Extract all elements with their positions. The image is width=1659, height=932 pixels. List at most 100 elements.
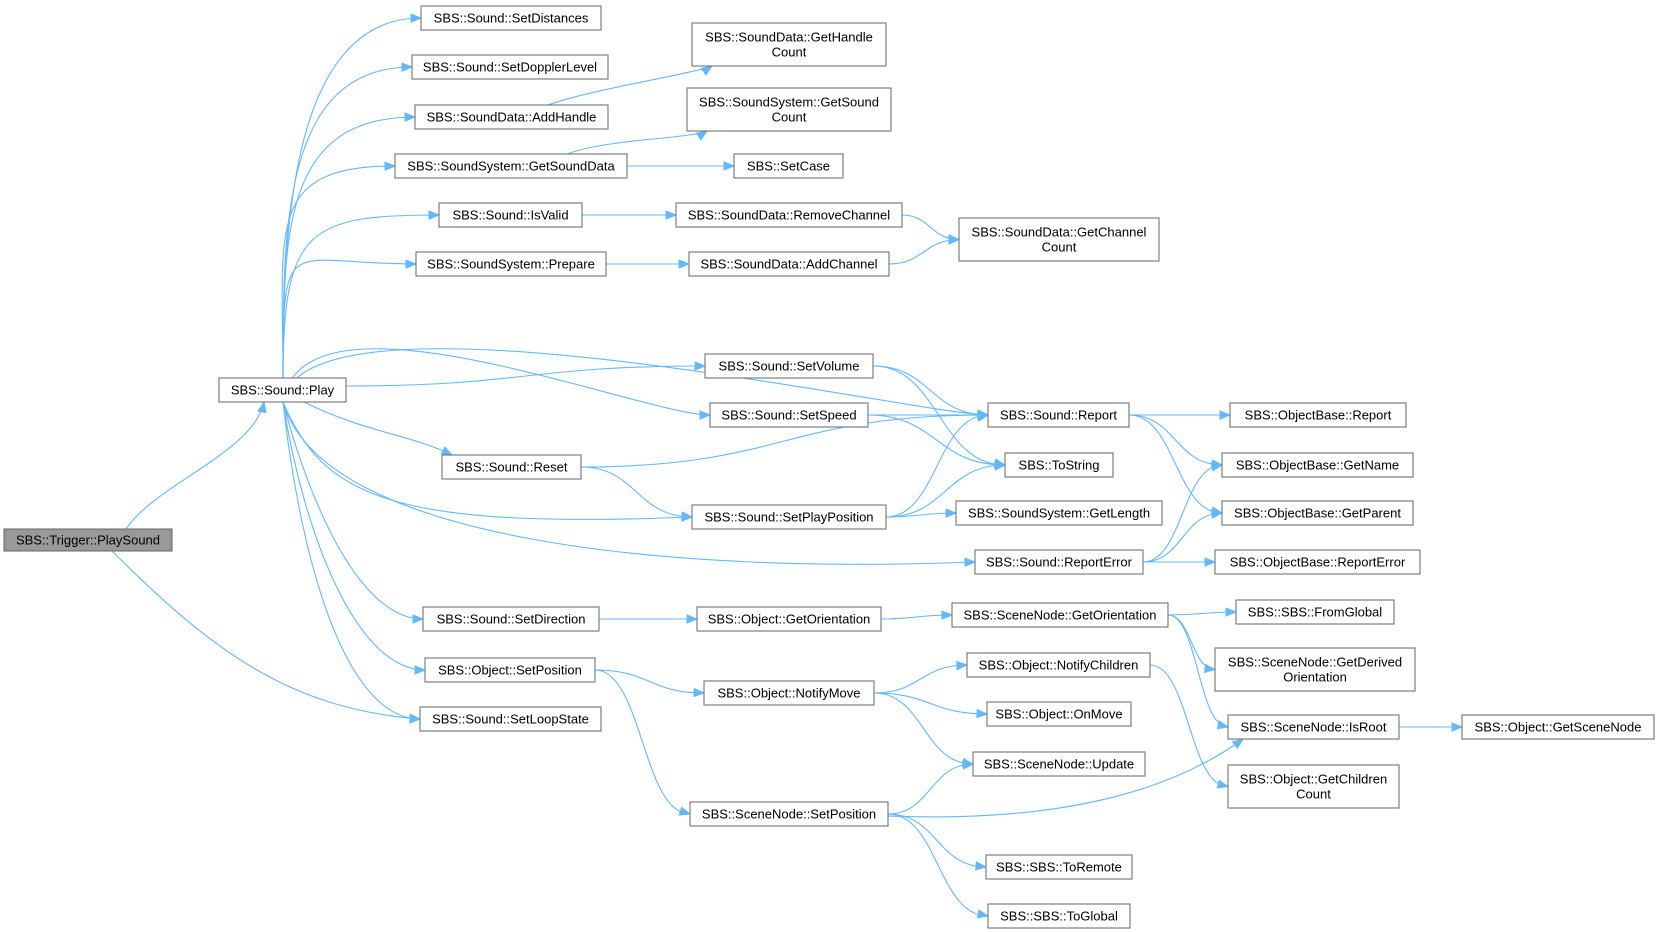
edge-arrowhead (681, 511, 694, 521)
node-setcase[interactable]: SBS::SetCase (733, 153, 844, 179)
edge-arrowhead (665, 210, 678, 220)
node-object-onmove[interactable]: SBS::Object::OnMove (986, 701, 1132, 727)
node-sound-setdopplerlevel[interactable]: SBS::Sound::SetDopplerLevel (411, 54, 609, 80)
node-sounddata-removechannel[interactable]: SBS::SoundData::RemoveChannel (675, 202, 903, 228)
node-box (1229, 402, 1407, 428)
edge-sounddata_addhandle-to-sounddata_gethandlecount (547, 65, 714, 106)
node-scenenode-getorientation[interactable]: SBS::SceneNode::GetOrientation (951, 602, 1169, 628)
edge-sound_report-to-objectbase_getname (1128, 414, 1224, 469)
edge-sound_setplayposition-to-soundsystem_getlength (885, 508, 958, 518)
edge-arrowhead (976, 909, 990, 919)
node-object-notifychildren[interactable]: SBS::Object::NotifyChildren (966, 652, 1151, 678)
node-sound-reporterror[interactable]: SBS::Sound::ReportError (974, 549, 1144, 575)
node-tostring[interactable]: SBS::ToString (1004, 452, 1114, 478)
node-box (419, 706, 602, 732)
node-sbs-toremote[interactable]: SBS::SBS::ToRemote (985, 854, 1133, 880)
edge-line (125, 401, 265, 530)
edge-arrowhead (1216, 720, 1230, 730)
node-sbs-fromglobal[interactable]: SBS::SBS::FromGlobal (1235, 599, 1395, 625)
node-sounddata-addhandle[interactable]: SBS::SoundData::AddHandle (414, 104, 609, 130)
node-object-getscenenode[interactable]: SBS::Object::GetSceneNode (1461, 714, 1655, 740)
edge-line (282, 401, 421, 720)
node-box (1004, 452, 1114, 478)
edge-line (111, 550, 421, 720)
edge-sound_reporterror-to-objectbase_getname (1142, 462, 1224, 563)
node-label: SBS::SceneNode::Update (984, 757, 1134, 772)
edge-line (594, 669, 691, 815)
node-box (1221, 500, 1414, 526)
node-box (1227, 764, 1400, 809)
node-trigger-playsound[interactable]: SBS::Trigger::PlaySound (3, 528, 173, 552)
node-box (987, 903, 1131, 929)
node-sound-play[interactable]: SBS::Sound::Play (218, 377, 347, 403)
edge-arrowhead (1225, 607, 1238, 617)
node-box (955, 500, 1163, 526)
node-box (1227, 714, 1400, 740)
node-soundsystem-prepare[interactable]: SBS::SoundSystem::Prepare (415, 251, 607, 277)
node-label: SBS::Object::OnMove (995, 707, 1122, 722)
node-objectbase-getparent[interactable]: SBS::ObjectBase::GetParent (1221, 500, 1414, 526)
node-sbs-toglobal[interactable]: SBS::SBS::ToGlobal (987, 903, 1131, 929)
node-objectbase-getname[interactable]: SBS::ObjectBase::GetName (1221, 452, 1414, 478)
node-box (441, 454, 582, 480)
edge-sound_setspeed-to-tostring (867, 414, 1007, 469)
node-object-getorientation[interactable]: SBS::Object::GetOrientation (696, 606, 882, 632)
node-label: SBS::ObjectBase::ReportError (1230, 555, 1406, 570)
edge-line (873, 692, 988, 715)
edge-line (873, 664, 968, 694)
edge-sounddata_addchannel-to-sounddata_getchannelcount (888, 235, 961, 265)
edge-arrowhead (1219, 410, 1232, 420)
node-scenenode-update[interactable]: SBS::SceneNode::Update (972, 751, 1146, 777)
node-sound-setdirection[interactable]: SBS::Sound::SetDirection (422, 606, 600, 632)
node-sound-setplayposition[interactable]: SBS::Sound::SetPlayPosition (691, 504, 887, 530)
node-label: SBS::SBS::ToGlobal (1000, 909, 1118, 924)
node-sound-setdistances[interactable]: SBS::Sound::SetDistances (420, 5, 602, 31)
node-objectbase-report[interactable]: SBS::ObjectBase::Report (1229, 402, 1407, 428)
edge-line (887, 813, 987, 868)
node-sound-isvalid[interactable]: SBS::Sound::IsValid (438, 202, 583, 228)
edge-line (887, 738, 1244, 818)
edge-arrowhead (694, 361, 707, 371)
edge-line (345, 365, 706, 387)
edge-line (885, 414, 989, 518)
nodes-layer: SBS::Trigger::PlaySoundSBS::Sound::PlayS… (3, 5, 1655, 929)
node-object-setposition[interactable]: SBS::Object::SetPosition (424, 657, 596, 683)
node-soundsystem-getsounddata[interactable]: SBS::SoundSystem::GetSoundData (394, 153, 628, 179)
edge-line (282, 401, 976, 565)
node-sound-reset[interactable]: SBS::Sound::Reset (441, 454, 582, 480)
edge-line (282, 259, 417, 379)
node-label: Count (772, 110, 807, 125)
edge-line (282, 348, 989, 416)
node-scenenode-isroot[interactable]: SBS::SceneNode::IsRoot (1227, 714, 1400, 740)
node-label: Count (772, 45, 807, 60)
node-object-notifymove[interactable]: SBS::Object::NotifyMove (703, 680, 875, 706)
node-box (986, 701, 1132, 727)
node-box (691, 22, 887, 67)
node-sound-setspeed[interactable]: SBS::Sound::SetSpeed (709, 402, 869, 428)
node-label: SBS::ObjectBase::GetParent (1234, 506, 1401, 521)
edge-line (1142, 464, 1223, 563)
node-label: SBS::Sound::Reset (455, 460, 567, 475)
node-sound-report[interactable]: SBS::Sound::Report (987, 402, 1130, 428)
node-sound-setloopstate[interactable]: SBS::Sound::SetLoopState (419, 706, 602, 732)
node-scenenode-setposition[interactable]: SBS::SceneNode::SetPosition (689, 801, 889, 827)
node-soundsystem-getlength[interactable]: SBS::SoundSystem::GetLength (955, 500, 1163, 526)
edge-sound_play-to-sound_setdopplerlevel (282, 62, 414, 379)
node-label: SBS::SBS::ToRemote (996, 860, 1122, 875)
edge-arrowhead (428, 210, 441, 220)
node-sound-setvolume[interactable]: SBS::Sound::SetVolume (704, 353, 874, 379)
edge-scenenode_setposition-to-sbs_toglobal (887, 813, 990, 919)
edge-arrowhead (404, 112, 417, 122)
node-box (424, 657, 596, 683)
node-sounddata-addchannel[interactable]: SBS::SoundData::AddChannel (688, 251, 890, 277)
edge-arrowhead (699, 410, 712, 420)
edge-arrowhead (1211, 509, 1224, 519)
node-label: SBS::Sound::Report (1000, 408, 1117, 423)
node-objectbase-reporterror[interactable]: SBS::ObjectBase::ReportError (1214, 549, 1421, 575)
edge-object_getorientation-to-scenenode_getorientation (880, 610, 954, 620)
